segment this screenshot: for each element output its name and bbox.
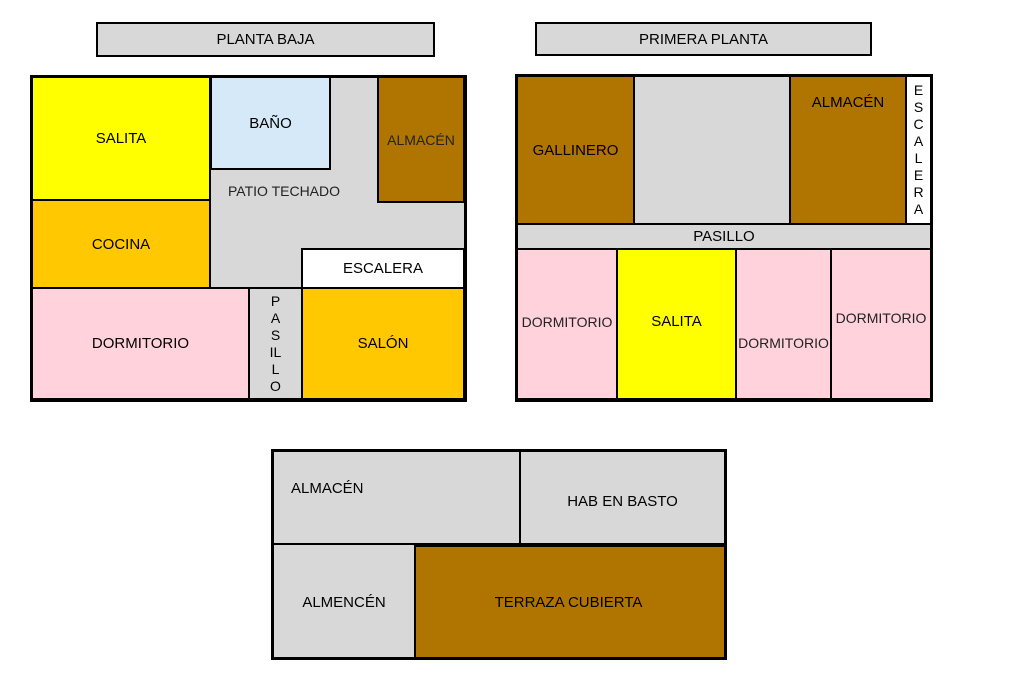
room-terraza-cubierta: TERRAZA CUBIERTA bbox=[414, 545, 726, 659]
room-bano-label: BAÑO bbox=[249, 114, 292, 132]
room-almacen-label: ALMACÉN bbox=[387, 131, 455, 148]
room-hab-en-basto-label: HAB EN BASTO bbox=[567, 492, 678, 510]
room-salita: SALITA bbox=[31, 76, 211, 201]
planta-baja-title: PLANTA BAJA bbox=[96, 22, 435, 57]
room-escalera-primera: ESCALERA bbox=[905, 75, 932, 225]
room-almacen-primera-label: ALMACÉN bbox=[811, 94, 885, 111]
room-dormitorio-3: DORMITORIO bbox=[830, 248, 932, 400]
room-dormitorio-2: DORMITORIO bbox=[735, 248, 832, 400]
room-cocina-label: COCINA bbox=[91, 235, 151, 253]
room-escalera: ESCALERA bbox=[301, 248, 465, 289]
room-pasillo-primera: PASILLO bbox=[516, 223, 932, 250]
room-pasillo-primera-label: PASILLO bbox=[693, 228, 755, 245]
room-dormitorio-3-label: DORMITORIO bbox=[835, 310, 927, 326]
room-escalera-primera-label: ESCALERA bbox=[913, 82, 924, 217]
planta-baja-title-label: PLANTA BAJA bbox=[216, 31, 315, 48]
room-salita-label: SALITA bbox=[95, 130, 147, 147]
room-bano: BAÑO bbox=[210, 76, 331, 170]
room-almencen: ALMENCÉN bbox=[272, 543, 416, 659]
room-salita-primera: SALITA bbox=[616, 248, 737, 400]
room-dormitorio: DORMITORIO bbox=[31, 287, 250, 400]
room-dormitorio-1: DORMITORIO bbox=[516, 248, 618, 400]
room-almacen: ALMACÉN bbox=[377, 76, 465, 203]
room-grey-space bbox=[633, 75, 791, 225]
room-almacen-altillo-label: ALMACÉN bbox=[291, 480, 364, 497]
room-dormitorio-label: DORMITORIO bbox=[91, 335, 190, 352]
room-gallinero: GALLINERO bbox=[516, 75, 635, 225]
room-almacen-primera: ALMACÉN bbox=[789, 75, 907, 225]
primera-planta-title: PRIMERA PLANTA bbox=[535, 22, 872, 56]
room-pasillo: PASILLO bbox=[248, 287, 303, 400]
room-dormitorio-1-label: DORMITORIO bbox=[521, 313, 613, 330]
room-patio-techado-label: PATIO TECHADO bbox=[228, 183, 341, 199]
room-salita-primera-label: SALITA bbox=[651, 313, 702, 330]
room-escalera-label: ESCALERA bbox=[342, 260, 424, 277]
room-almacen-altillo: ALMACÉN bbox=[272, 450, 521, 545]
room-salon-label: SALÓN bbox=[357, 335, 409, 352]
room-almencen-label: ALMENCÉN bbox=[302, 594, 386, 611]
room-gallinero-label: GALLINERO bbox=[532, 141, 619, 159]
primera-planta-title-label: PRIMERA PLANTA bbox=[639, 30, 768, 48]
room-cocina: COCINA bbox=[31, 199, 211, 289]
room-dormitorio-2-label: DORMITORIO bbox=[738, 335, 829, 351]
room-terraza-cubierta-label: TERRAZA CUBIERTA bbox=[494, 593, 643, 611]
room-salon: SALÓN bbox=[301, 287, 465, 400]
room-hab-en-basto: HAB EN BASTO bbox=[519, 450, 726, 545]
room-pasillo-label: PASILLO bbox=[269, 292, 282, 394]
